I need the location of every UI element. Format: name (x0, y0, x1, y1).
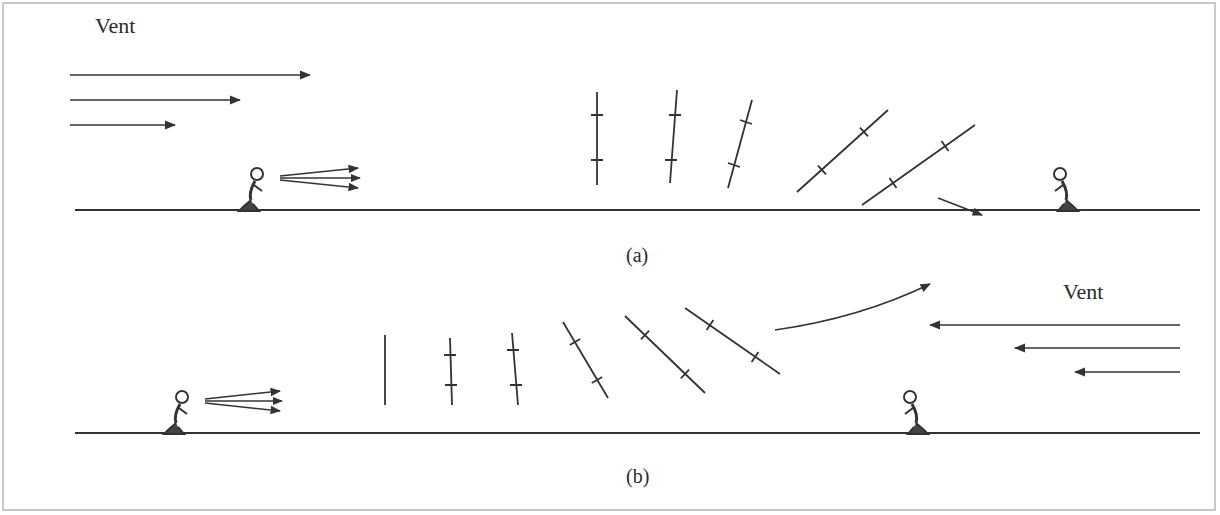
sound-ray (280, 168, 358, 176)
wind-arrows (70, 75, 310, 125)
wind-label: Vent (95, 14, 135, 38)
wind-arrow (70, 74, 310, 76)
speaker-figure (164, 391, 188, 434)
wavefront (797, 110, 888, 192)
sound-rays (280, 168, 360, 188)
wavefront (444, 338, 457, 405)
wind-label: Vent (1063, 280, 1103, 304)
wavefront (384, 335, 386, 405)
wind-arrow (70, 99, 240, 101)
sound-ray (205, 400, 282, 402)
propagation-arrow (938, 198, 982, 215)
propagation-arrow (775, 284, 930, 330)
listener-figure (1054, 168, 1078, 211)
panel-a (70, 75, 1200, 215)
wavefronts (591, 90, 975, 205)
wavefronts (385, 308, 780, 405)
sound-rays (205, 391, 282, 411)
wavefront (728, 100, 752, 188)
wind-arrow (1075, 371, 1180, 373)
sound-ray (280, 177, 360, 179)
wavefront (563, 322, 608, 398)
wavefront (862, 125, 975, 205)
panel-b (75, 284, 1200, 434)
wavefront (625, 316, 705, 393)
wavefront (685, 308, 780, 374)
sound-ray (205, 403, 280, 411)
wind-arrow (70, 124, 175, 126)
listener-figure (904, 391, 928, 434)
frame (3, 3, 1215, 510)
sound-ray (280, 180, 358, 188)
wind-arrow (1015, 347, 1180, 349)
panel-label: (a) (626, 244, 648, 266)
sound-ray (205, 391, 280, 399)
wavefront (507, 333, 522, 405)
speaker-figure (239, 168, 263, 211)
wind-arrow (930, 324, 1180, 326)
wavefront (591, 92, 603, 185)
wavefront (665, 90, 681, 183)
ground-line (75, 432, 1200, 434)
panel-label: (b) (626, 465, 649, 487)
wind-arrows (930, 325, 1180, 372)
